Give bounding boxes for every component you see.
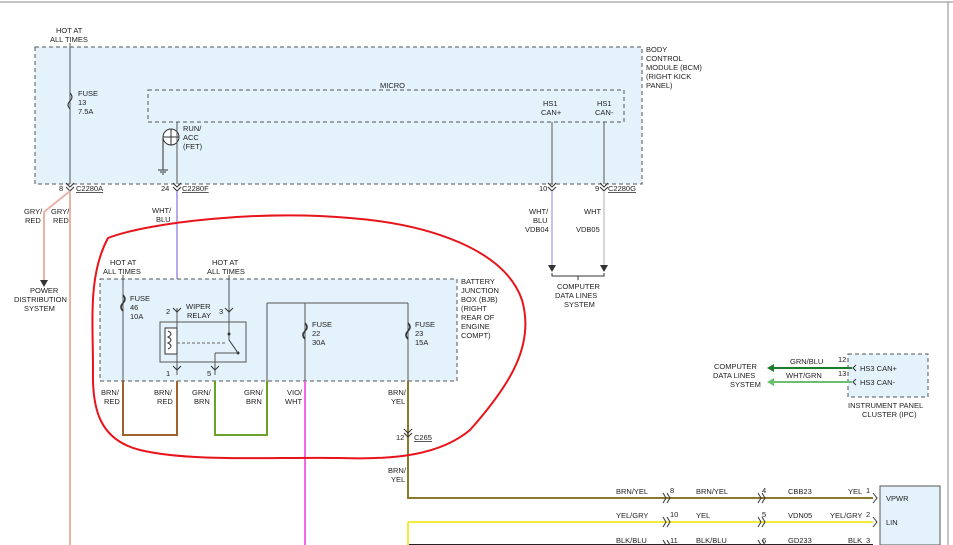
connector-c2280a: C2280A <box>76 184 103 193</box>
bjb-module-box <box>99 278 458 382</box>
fuse-22-symbol <box>302 322 308 340</box>
r3-pin1: 11 <box>670 536 678 545</box>
pin-24: 24 <box>161 184 169 193</box>
r1-pin3: 1 <box>866 486 870 495</box>
relay-pin-1: 1 <box>166 369 170 378</box>
r2-pin1: 10 <box>670 510 678 519</box>
r2-wire1: YEL/GRY <box>616 511 648 520</box>
relay-switch <box>228 339 239 354</box>
wht-grn-label: WHT/GRN <box>786 371 822 380</box>
r1-wire1: BRN/YEL <box>616 487 648 496</box>
pin-10: 10 <box>539 184 547 193</box>
micro-box <box>147 89 625 123</box>
r1-pin1: 8 <box>670 486 674 495</box>
ipc-pin-12: 12 <box>838 355 846 364</box>
brn-red-loop <box>122 381 178 436</box>
r3-wire2: BLK/BLU <box>696 536 727 545</box>
r3-wire1: BLK/BLU <box>616 536 647 545</box>
brn-red-label-2: BRN/RED <box>154 388 173 406</box>
relay-pin-3: 3 <box>219 307 223 316</box>
lin-pin: LIN <box>886 518 898 527</box>
bottom-module-box <box>879 485 941 545</box>
grn-brn-label-2: GRN/BRN <box>244 388 264 406</box>
pin-8: 8 <box>59 184 63 193</box>
r2-pin2: 5 <box>762 510 766 519</box>
fuse-23-symbol <box>405 322 411 340</box>
r3-pin2: 6 <box>762 536 766 545</box>
r2-wire2: YEL <box>696 511 710 520</box>
r1-wire3: CBB23 <box>788 487 812 496</box>
gry-red-label-b: GRY/RED <box>51 207 70 225</box>
hs3-can-minus: HS3 CAN- <box>860 378 896 387</box>
vpwr-pin: VPWR <box>886 494 909 503</box>
fuse-13-symbol <box>67 92 73 110</box>
connector-c2280g: C2280G <box>608 184 636 193</box>
r3-wire4: BLK <box>848 536 862 545</box>
ipc-module-box <box>847 353 929 398</box>
brn-yel-label: BRN/YEL <box>388 388 407 406</box>
fuse-46-symbol <box>120 294 126 312</box>
r1-pin2: 4 <box>762 486 766 495</box>
r3-pin3: 3 <box>866 536 870 545</box>
grn-blu-label: GRN/BLU <box>790 357 823 366</box>
micro-label: MICRO <box>380 81 405 90</box>
r2-wire4: YEL/GRY <box>830 511 862 520</box>
r1-wire2: BRN/YEL <box>696 487 728 496</box>
wht-blu-label: WHT/BLU <box>152 206 172 224</box>
grn-brn-label-1: GRN/BRN <box>192 388 212 406</box>
ipc-pin-13: 13 <box>838 369 846 378</box>
vio-wht-label: VIO/WHT <box>285 388 303 406</box>
brn-red-label-1: BRN/RED <box>101 388 120 406</box>
r3-wire3: GD233 <box>788 536 812 545</box>
hs3-can-plus: HS3 CAN+ <box>860 364 898 373</box>
c265-pin: 12 <box>396 433 404 442</box>
connector-c2280f: C2280F <box>182 184 209 193</box>
grn-brn-loop <box>214 381 268 436</box>
relay-pin-2: 2 <box>166 307 170 316</box>
brn-yel-low-label: BRN/YEL <box>388 466 407 484</box>
c265-name: C265 <box>414 433 432 442</box>
red-annotation-circle <box>91 214 527 460</box>
pin-9: 9 <box>595 184 599 193</box>
gry-red-wire <box>43 190 71 545</box>
gry-red-label-a: GRY/RED <box>24 207 43 225</box>
r2-pin3: 2 <box>866 510 870 519</box>
r1-wire4: YEL <box>848 487 862 496</box>
r2-wire3: VDN05 <box>788 511 812 520</box>
run-acc-label: RUN/ACC(FET) <box>183 124 203 151</box>
relay-pin-5: 5 <box>207 369 211 378</box>
brn-yel-wire <box>407 381 873 499</box>
